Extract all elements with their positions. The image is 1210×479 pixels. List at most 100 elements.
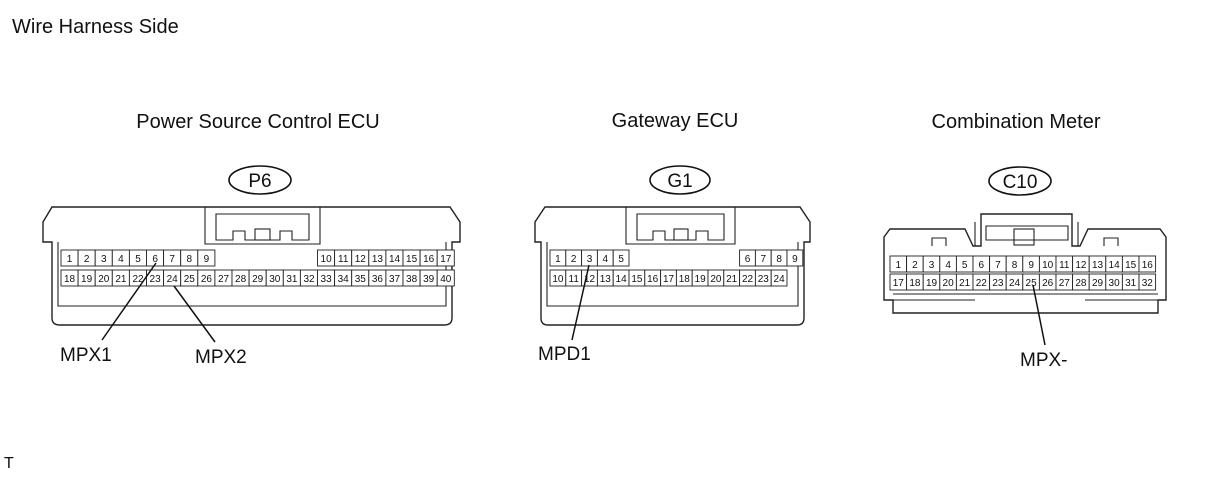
pin-number: 3 bbox=[587, 254, 593, 265]
pin-number: 9 bbox=[792, 254, 798, 265]
footer-mark: T bbox=[4, 455, 14, 472]
pin-number: 9 bbox=[1028, 260, 1034, 271]
pin-cell bbox=[770, 269, 788, 287]
pin-number: 1 bbox=[555, 254, 561, 265]
pin-number: 21 bbox=[115, 274, 127, 285]
pin-number: 3 bbox=[929, 260, 935, 271]
connector-p6-latch-tab bbox=[254, 228, 271, 241]
pin-number: 21 bbox=[726, 274, 738, 285]
connector-p6-name: Power Source Control ECU bbox=[136, 111, 379, 133]
pin-number: 13 bbox=[600, 274, 612, 285]
pin-number: 20 bbox=[98, 274, 110, 285]
connector-g1-code-badge bbox=[649, 165, 711, 195]
connector-c10-key-left bbox=[931, 237, 947, 246]
pin-number: 30 bbox=[269, 274, 281, 285]
pin-number: 14 bbox=[389, 254, 401, 265]
terminal-label-mpx1: MPX1 bbox=[60, 345, 112, 366]
pin-number: 31 bbox=[286, 274, 298, 285]
connector-c10-latch-tab bbox=[1013, 228, 1035, 246]
pin-number: 19 bbox=[81, 274, 93, 285]
pin-cell bbox=[1138, 255, 1157, 273]
pin-number: 2 bbox=[84, 254, 90, 265]
pin-number: 18 bbox=[909, 278, 921, 289]
pin-number: 22 bbox=[976, 278, 988, 289]
pin-number: 14 bbox=[1109, 260, 1121, 271]
connector-c10-guides bbox=[974, 222, 1079, 246]
pin-number: 22 bbox=[742, 274, 754, 285]
connector-g1-inner bbox=[546, 242, 799, 307]
connector-p6-latch bbox=[215, 213, 310, 241]
pin-number: 5 bbox=[135, 254, 141, 265]
pin-number: 26 bbox=[201, 274, 213, 285]
pin-number: 7 bbox=[761, 254, 767, 265]
pin-number: 30 bbox=[1109, 278, 1121, 289]
pin-number: 13 bbox=[372, 254, 384, 265]
connector-p6-housing bbox=[42, 206, 461, 326]
pin-number: 29 bbox=[1092, 278, 1104, 289]
pin-cell bbox=[436, 269, 455, 287]
connector-p6-code: P6 bbox=[248, 171, 271, 192]
pin-number: 24 bbox=[167, 274, 179, 285]
pin-number: 8 bbox=[776, 254, 782, 265]
connector-g1-latch-tab bbox=[673, 228, 689, 241]
connector-c10-name: Combination Meter bbox=[932, 111, 1101, 133]
pin-number: 4 bbox=[118, 254, 124, 265]
pin-number: 18 bbox=[679, 274, 691, 285]
pin-number: 20 bbox=[710, 274, 722, 285]
pin-number: 18 bbox=[64, 274, 76, 285]
pin-number: 16 bbox=[423, 254, 435, 265]
pin-number: 14 bbox=[616, 274, 628, 285]
pin-number: 10 bbox=[1042, 260, 1054, 271]
pin-number: 15 bbox=[406, 254, 418, 265]
pin-number: 10 bbox=[321, 254, 333, 265]
pin-cell bbox=[436, 249, 455, 267]
connector-g1-housing bbox=[534, 206, 811, 326]
page-title: Wire Harness Side bbox=[12, 16, 179, 38]
pin-number: 37 bbox=[389, 274, 401, 285]
pin-number: 1 bbox=[896, 260, 902, 271]
pin-number: 28 bbox=[1075, 278, 1087, 289]
connector-c10-latch bbox=[985, 225, 1069, 241]
terminal-label-mpx2: MPX2 bbox=[195, 347, 247, 368]
pin-number: 24 bbox=[1009, 278, 1021, 289]
pin-number: 25 bbox=[1026, 278, 1038, 289]
pin-number: 9 bbox=[204, 254, 210, 265]
terminal-label-mpd1: MPD1 bbox=[538, 344, 591, 365]
pin-number: 8 bbox=[1012, 260, 1018, 271]
pin-number: 22 bbox=[132, 274, 144, 285]
pin-number: 1 bbox=[67, 254, 73, 265]
connector-c10-leader-mpx- bbox=[1032, 284, 1046, 346]
pin-number: 23 bbox=[992, 278, 1004, 289]
pin-number: 35 bbox=[355, 274, 367, 285]
connector-g1-latch bbox=[636, 213, 725, 241]
pin-number: 38 bbox=[406, 274, 418, 285]
pin-number: 5 bbox=[962, 260, 968, 271]
pin-number: 7 bbox=[995, 260, 1001, 271]
terminal-label-mpx-: MPX- bbox=[1020, 350, 1068, 371]
pin-cell bbox=[786, 249, 804, 267]
connector-c10-code-badge bbox=[988, 166, 1052, 196]
pin-number: 2 bbox=[571, 254, 577, 265]
pin-number: 32 bbox=[1142, 278, 1154, 289]
pin-number: 12 bbox=[355, 254, 367, 265]
pin-cell bbox=[612, 249, 630, 267]
connector-g1-leader-mpd1 bbox=[571, 264, 590, 341]
pin-number: 11 bbox=[569, 274, 580, 285]
pin-number: 11 bbox=[338, 254, 349, 265]
pin-number: 40 bbox=[440, 274, 452, 285]
pin-cell bbox=[1138, 273, 1157, 291]
pin-number: 16 bbox=[1142, 260, 1154, 271]
pin-number: 2 bbox=[912, 260, 918, 271]
pin-number: 29 bbox=[252, 274, 264, 285]
pin-number: 3 bbox=[101, 254, 107, 265]
pin-number: 27 bbox=[1059, 278, 1071, 289]
connector-p6-leader-mpx1 bbox=[101, 262, 157, 341]
connector-c10-code: C10 bbox=[1003, 172, 1038, 193]
pin-number: 17 bbox=[440, 254, 452, 265]
pin-number: 39 bbox=[423, 274, 435, 285]
